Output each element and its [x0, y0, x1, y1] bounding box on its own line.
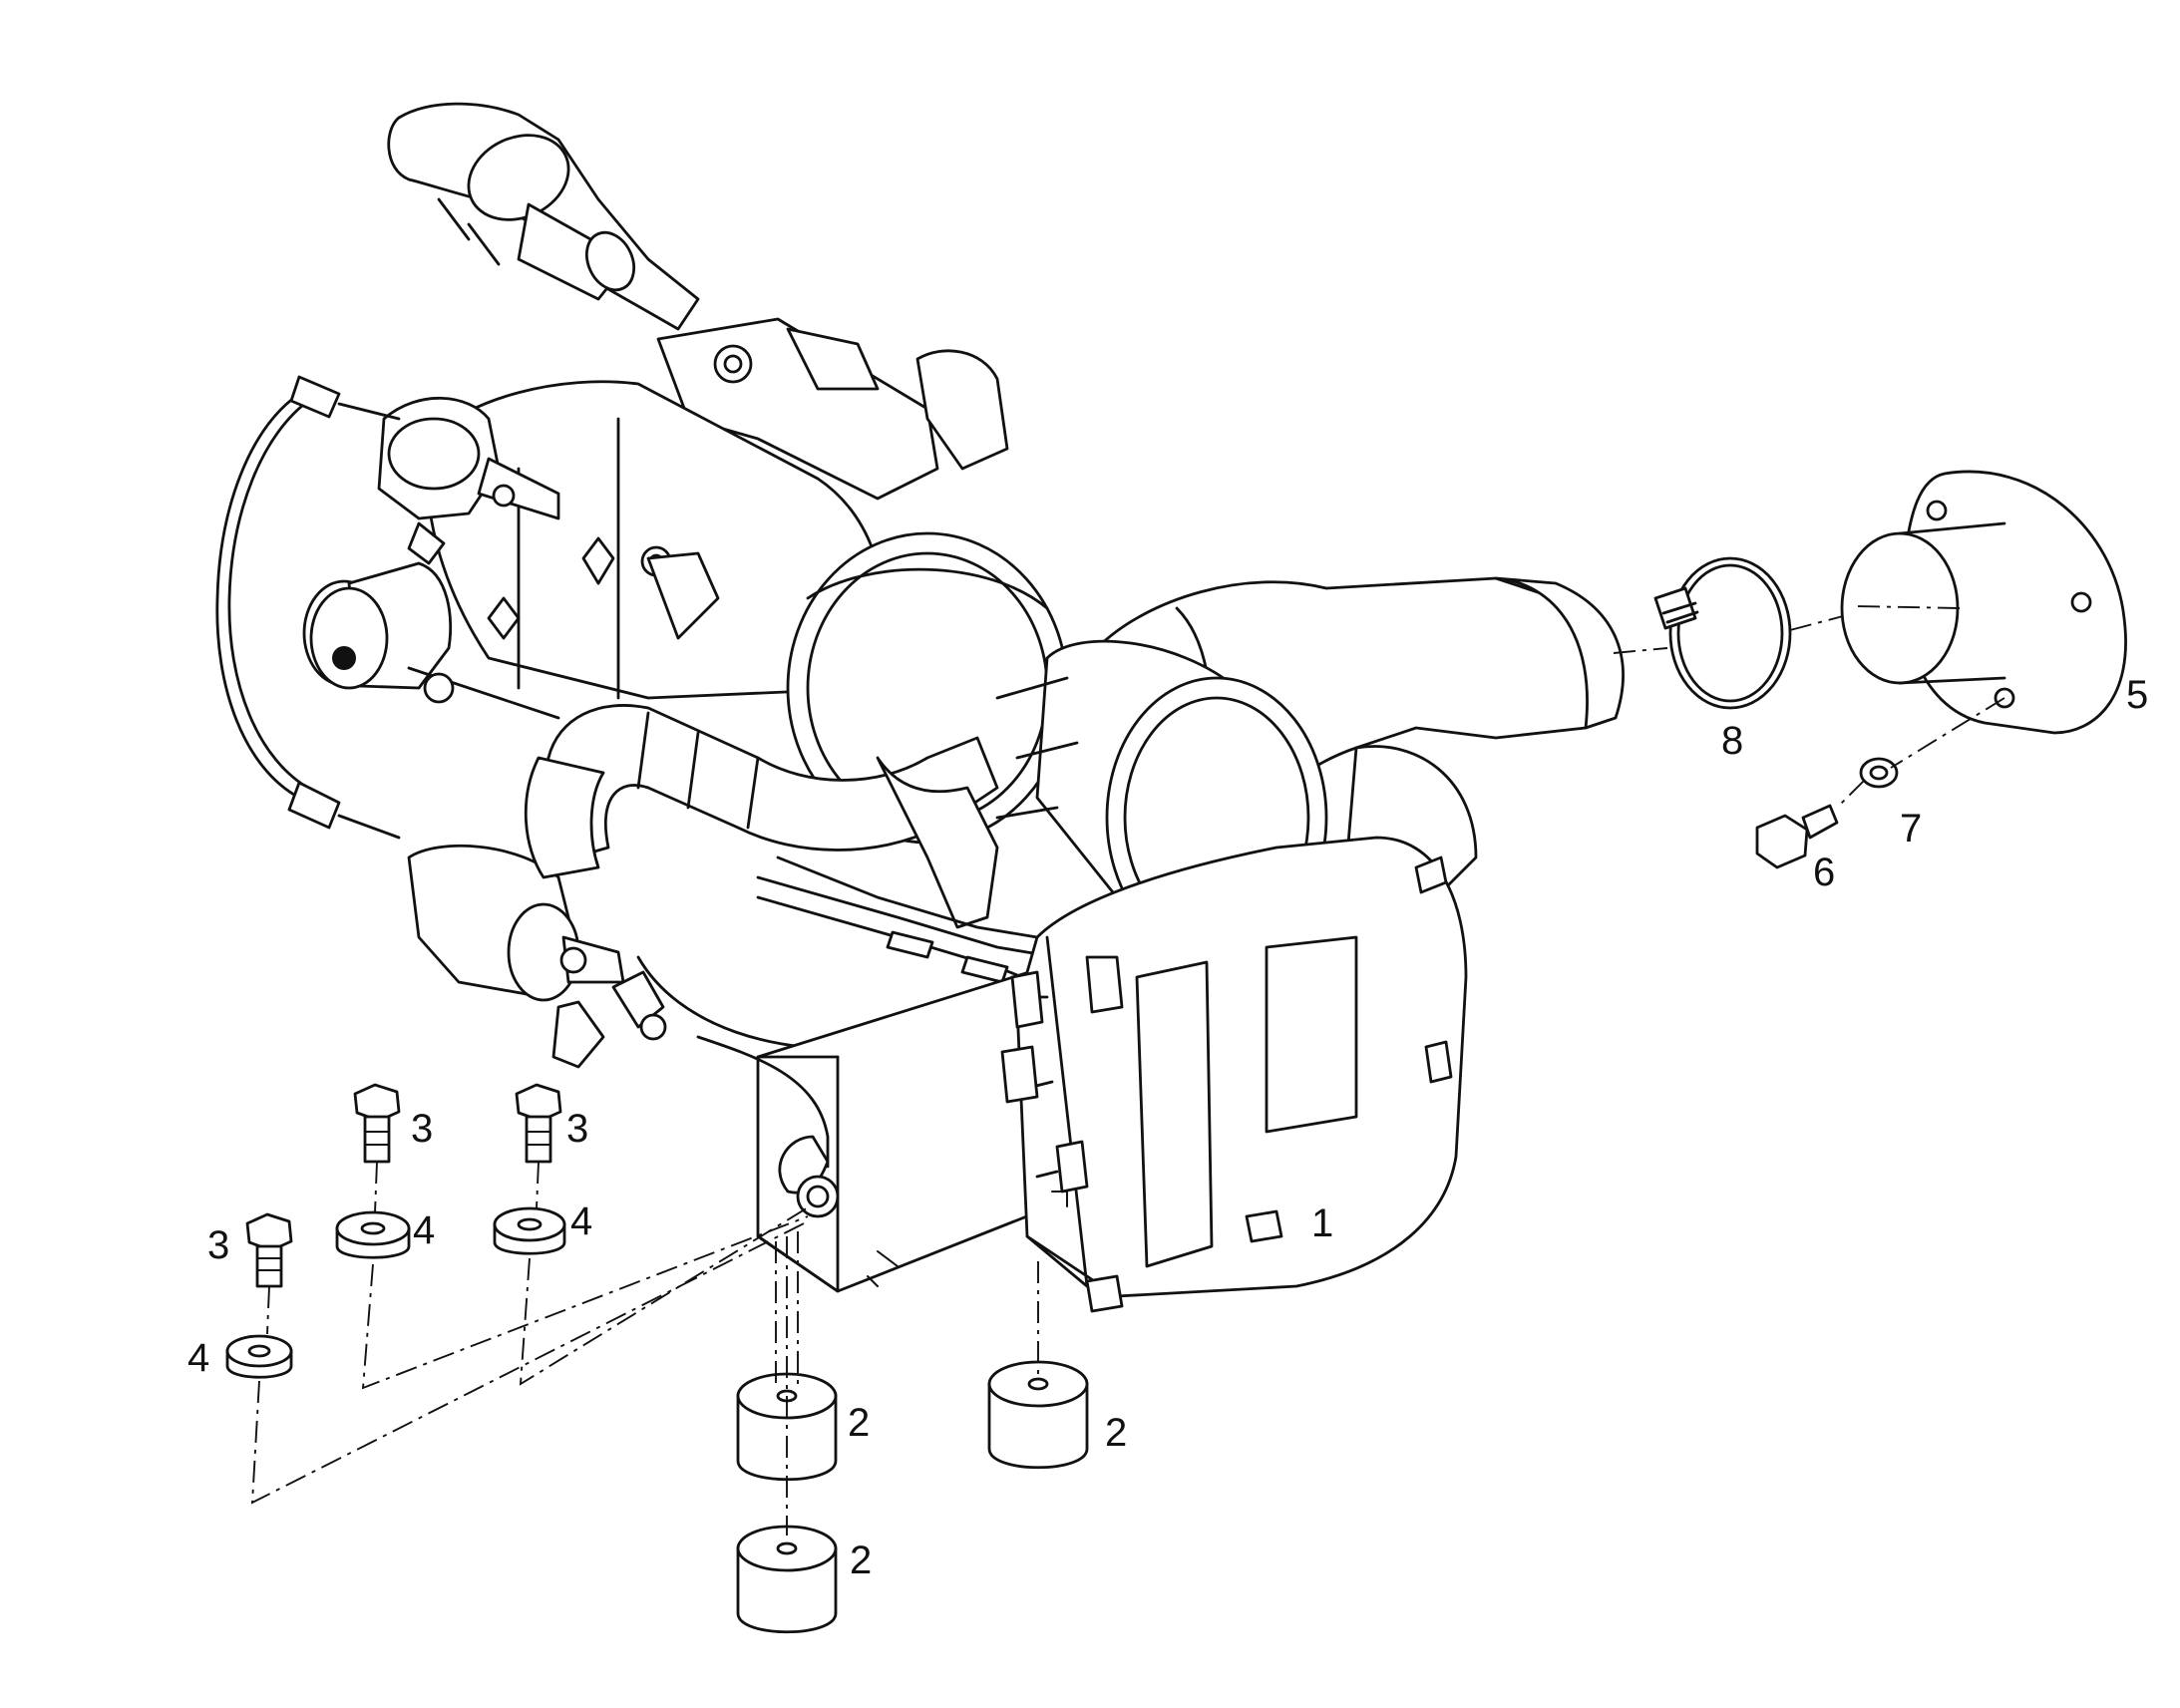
top-elbow-hose [387, 102, 700, 331]
rubber-mount-2c [736, 1525, 838, 1634]
exhaust-flange [1840, 470, 2127, 735]
control-unit-housing [1000, 836, 1468, 1313]
lower-dosing-pump [407, 844, 667, 1069]
callout-4-right: 4 [570, 1199, 592, 1243]
callout-4-middle: 4 [413, 1208, 435, 1252]
callout-labels: 1 2 2 2 3 3 3 4 4 4 5 6 7 8 [187, 673, 2148, 1582]
bolt-3c [515, 1083, 562, 1164]
bolt-3a [245, 1212, 293, 1288]
callout-2-right: 2 [1105, 1411, 1127, 1455]
callout-5: 5 [2126, 673, 2148, 717]
callout-3-right: 3 [566, 1107, 588, 1151]
bolt-3b [353, 1083, 401, 1164]
callout-4-left: 4 [187, 1336, 209, 1380]
callout-2-left: 2 [848, 1401, 870, 1445]
leader-lines [250, 605, 2005, 1536]
washer-4a [225, 1334, 293, 1379]
heater-assembly [215, 102, 1625, 1313]
washer-4b [335, 1210, 411, 1259]
combustion-chamber [425, 380, 887, 700]
mounting-bracket [696, 955, 1079, 1293]
callout-7: 7 [1900, 807, 1922, 851]
fuel-line [215, 375, 401, 840]
bolt-6 [1755, 804, 1839, 869]
callout-1: 1 [1311, 1201, 1333, 1245]
callout-3-left: 3 [207, 1223, 229, 1267]
washer-7 [1859, 757, 1899, 789]
fuel-pump [302, 521, 560, 720]
callout-6: 6 [1813, 851, 1835, 894]
washer-4c [493, 1206, 566, 1255]
exhaust-clamp [1653, 556, 1792, 710]
intake-hose [524, 704, 999, 929]
callout-8: 8 [1721, 719, 1743, 763]
callout-2-bottom: 2 [850, 1538, 872, 1582]
rubber-mount-2b [987, 1360, 1089, 1470]
glow-plug-left [377, 396, 560, 520]
callout-3-middle: 3 [411, 1107, 433, 1151]
